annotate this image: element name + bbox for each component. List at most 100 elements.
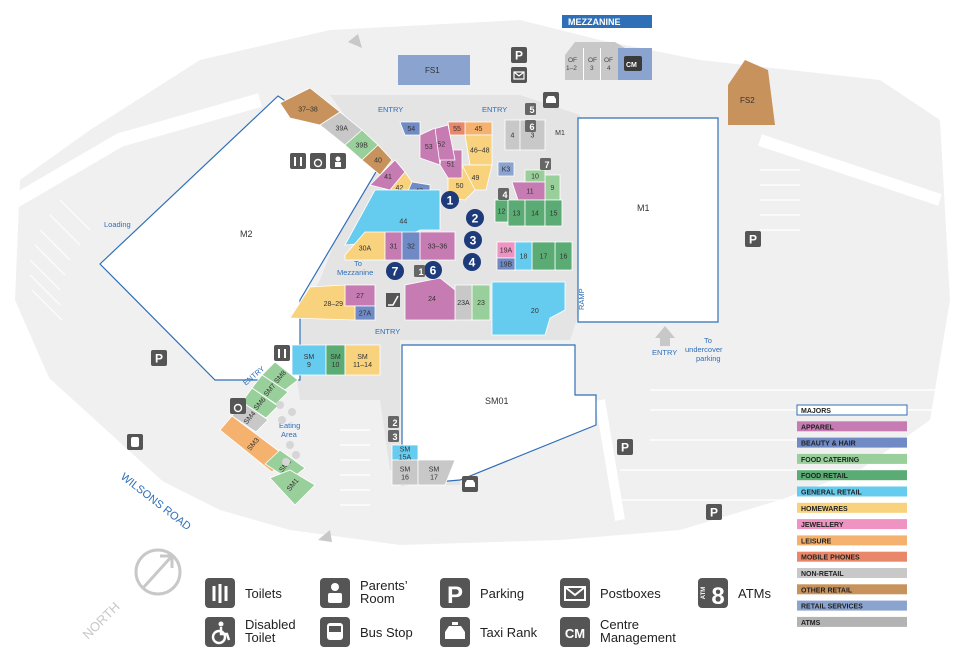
to-parking-label-3: parking	[696, 354, 721, 363]
shop-label-9: 9	[551, 185, 555, 192]
atm-icon	[414, 265, 425, 277]
legend-swatch-general_retail	[797, 486, 907, 497]
legend-swatch-atms	[797, 616, 907, 627]
icon-legend-label: Bus Stop	[360, 625, 413, 640]
shop-label-sm15a: SM	[400, 447, 411, 454]
legend-swatch-food_catering	[797, 453, 907, 464]
store-fs2[interactable]	[728, 60, 775, 125]
shop-label-32: 32	[407, 244, 415, 251]
marker-7-icon[interactable]	[386, 262, 404, 280]
loading-label: Loading	[104, 220, 131, 229]
shop-55[interactable]	[447, 121, 466, 136]
icon-legend-label: Parents’	[360, 578, 408, 593]
shop-label-53: 53	[425, 144, 433, 151]
atm-glyph: 8	[711, 583, 724, 610]
marker-2-icon[interactable]	[466, 209, 484, 227]
store-fs1[interactable]	[398, 55, 470, 85]
shop-label-sm16-b: 16	[401, 475, 409, 482]
atm-icon	[525, 120, 536, 132]
marker-2-label: 2	[472, 212, 479, 226]
to-mezzanine-label: To	[354, 259, 362, 268]
store-sm01-label: SM01	[485, 396, 509, 406]
icon-legend-label: ATMs	[738, 586, 771, 601]
shop-sm17[interactable]	[417, 459, 456, 486]
shop-53[interactable]	[419, 127, 441, 166]
shop-label-sm10-b: 10	[332, 362, 340, 369]
legend-swatch-mobile	[797, 551, 907, 562]
shop-sm11–14[interactable]	[344, 344, 381, 376]
legend-label-leisure: LEISURE	[801, 538, 832, 545]
icon-legend-label: Centre	[600, 617, 639, 632]
parking-icon-glyph: P	[155, 351, 163, 365]
shop-label-18: 18	[520, 254, 528, 261]
shop-label-33–36: 33–36	[428, 244, 448, 251]
mezz-unit-1: OF	[568, 57, 577, 64]
legend-label-food_catering: FOOD CATERING	[801, 457, 860, 464]
legend-label-non_retail: NON-RETAIL	[801, 571, 844, 578]
legend-label-atms: ATMS	[801, 620, 821, 627]
shop-28–29[interactable]	[289, 284, 356, 321]
shop-33–36[interactable]	[419, 231, 456, 261]
entry-north: ENTRY	[482, 105, 507, 114]
shop-label-13: 13	[513, 211, 521, 218]
shop-54[interactable]	[399, 121, 421, 136]
shop-label-28–29: 28–29	[324, 301, 344, 308]
eating-area-tables	[276, 401, 300, 466]
legend-swatch-food_retail	[797, 470, 907, 481]
shop-label-4: 4	[511, 133, 515, 140]
parking-icon	[617, 439, 633, 455]
toilets-icon	[274, 345, 290, 361]
legend-swatch-jewellery	[797, 519, 907, 530]
shop-15[interactable]	[544, 199, 563, 227]
shop-sm1[interactable]	[269, 469, 316, 506]
shop-label-27a: 27A	[359, 311, 372, 318]
marker-4-icon[interactable]	[463, 253, 481, 271]
disabled-toilet-icon	[230, 398, 246, 414]
north-label: NORTH	[80, 599, 123, 642]
parking-icon	[511, 47, 527, 63]
atm-icon	[698, 578, 728, 608]
shop-k3[interactable]	[497, 161, 515, 177]
legend-label-majors: MAJORS	[801, 408, 831, 415]
shop-label-52: 52	[437, 141, 445, 148]
shop-label-49: 49	[472, 175, 480, 182]
shop-label-37–38: 37–38	[298, 107, 318, 114]
shop-24[interactable]	[404, 277, 456, 321]
parking-glyph: P	[447, 582, 463, 609]
legend-swatch-retail_services	[797, 600, 907, 611]
arrow-sw-icon	[318, 530, 332, 542]
parking-icon-glyph: P	[515, 48, 523, 62]
mezzanine-panel: MEZZANINE OF 1–2 OF 3 OF 4 CM	[562, 15, 652, 80]
shop-19b[interactable]	[496, 257, 516, 271]
shop-20[interactable]	[491, 281, 566, 336]
shop-label-46–48: 46–48	[470, 148, 490, 155]
marker-3-icon[interactable]	[464, 231, 482, 249]
shop-label-40: 40	[374, 158, 382, 165]
icon-legend-label: Disabled	[245, 617, 296, 632]
marker-6-icon[interactable]	[424, 261, 442, 279]
atm-icon	[540, 158, 551, 170]
legend-label-apparel: APPAREL	[801, 424, 835, 431]
shops-layer: 37–3839A39B40414243444546–48495051525354…	[219, 87, 573, 506]
shop-label-sm17: SM	[429, 467, 440, 474]
north-arrow: NORTH	[80, 548, 182, 642]
shop-label-19b: 19B	[500, 262, 513, 269]
centre-management-icon	[560, 617, 590, 647]
legend-label-homewares: HOMEWARES	[801, 506, 848, 513]
shop-label-45: 45	[475, 126, 483, 133]
shop-label-39a: 39A	[336, 126, 349, 133]
shop-label-23: 23	[477, 300, 485, 307]
parking-bays	[29, 169, 940, 506]
atm-number: 4	[502, 190, 507, 200]
parking-icon	[440, 578, 470, 608]
entry-south: ENTRY	[375, 327, 400, 336]
toilets-icon	[290, 153, 306, 169]
atm-number: 2	[392, 418, 397, 428]
cm-glyph: CM	[565, 626, 585, 641]
marker-1-icon[interactable]	[441, 191, 459, 209]
shop-label-44: 44	[399, 218, 407, 225]
shop-label-17: 17	[540, 254, 548, 261]
shop-40[interactable]	[361, 144, 393, 176]
shop-label-51: 51	[447, 162, 455, 169]
